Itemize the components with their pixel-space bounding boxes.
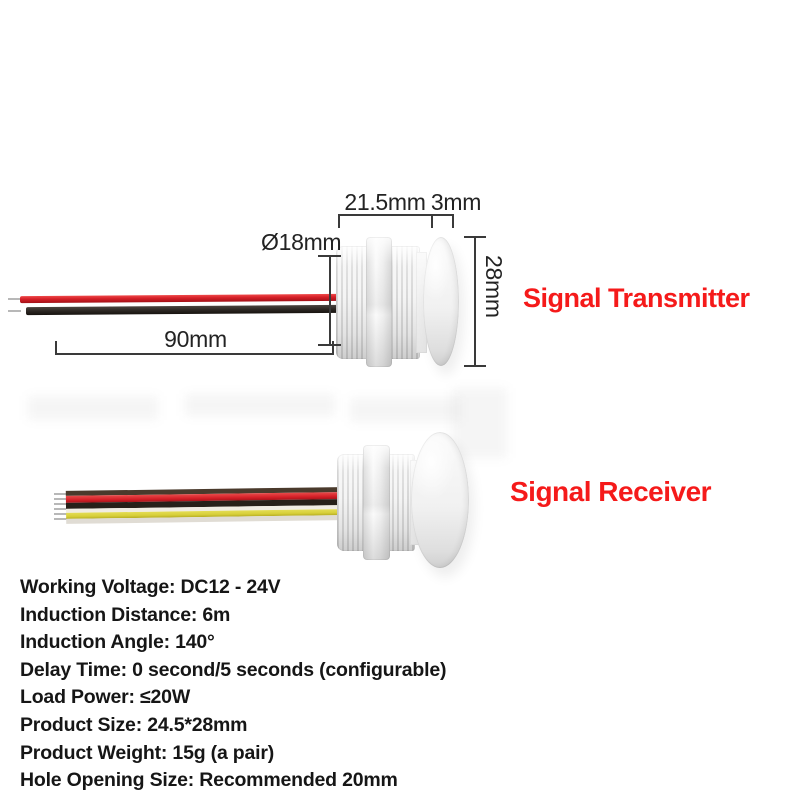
dimension-tick: [464, 365, 486, 367]
wire-tip: [8, 298, 21, 300]
dimension-tick: [431, 214, 433, 228]
wire-tip: [54, 498, 67, 500]
spec-line-product-size: Product Size: 24.5*28mm: [20, 713, 248, 736]
dimension-tick: [318, 344, 341, 346]
wire-tip: [8, 310, 21, 312]
spec-list: Working Voltage: DC12 - 24V Induction Di…: [20, 574, 446, 795]
wire-tip: [54, 493, 67, 495]
dimension-tick: [318, 255, 341, 257]
dimension-bracket-top: [338, 214, 454, 216]
watermark-artifact: [350, 398, 460, 422]
watermark-artifact: [185, 394, 335, 416]
spec-line-working-voltage: Working Voltage: DC12 - 24V: [20, 576, 281, 598]
watermark-artifact: [452, 388, 507, 458]
dimension-tick: [464, 236, 486, 238]
transmitter-neck: [416, 252, 427, 353]
dimension-line-wire-length: [55, 353, 334, 355]
dimension-line-diameter: [329, 255, 331, 346]
spec-line-induction-distance: Induction Distance: 6m: [20, 603, 231, 626]
watermark-artifact: [28, 396, 158, 420]
receiver-flange-cap: [411, 432, 469, 568]
dimension-tick: [332, 341, 334, 355]
dimension-label-body-length: 21.5mm: [344, 189, 426, 215]
transmitter-flange-cap: [423, 237, 459, 366]
dimension-label-flange-thickness: 3mm: [430, 189, 482, 215]
dimension-label-wire-length: 90mm: [164, 326, 227, 352]
receiver-title: Signal Receiver: [510, 476, 712, 507]
dimension-tick: [452, 214, 454, 228]
spec-line-induction-angle: Induction Angle: 140°: [20, 631, 215, 654]
transmitter-black-wire: [25, 304, 341, 316]
transmitter-hex-nut: [366, 237, 392, 367]
transmitter-title: Signal Transmitter: [523, 283, 750, 313]
receiver-ribbon-cable: [65, 487, 343, 524]
wire-tip: [54, 513, 67, 515]
dimension-label-thread-diameter: Ø18mm: [261, 229, 342, 255]
dimension-line-height: [474, 236, 476, 367]
spec-line-hole-opening: Hole Opening Size: Recommended 20mm: [20, 769, 398, 792]
wire-tip: [54, 508, 67, 510]
wire-tip: [54, 518, 67, 520]
spec-line-load-power: Load Power: ≤20W: [20, 686, 191, 709]
wire-tip: [54, 503, 67, 505]
spec-line-delay-time: Delay Time: 0 second/5 seconds (configur…: [20, 658, 447, 681]
dimension-tick: [338, 214, 340, 228]
spec-line-product-weight: Product Weight: 15g (a pair): [20, 741, 275, 764]
transmitter-red-wire: [19, 293, 341, 304]
dimension-tick: [55, 341, 57, 355]
dimension-label-flange-diameter: 28mm: [481, 255, 507, 318]
receiver-hex-nut: [363, 445, 390, 560]
